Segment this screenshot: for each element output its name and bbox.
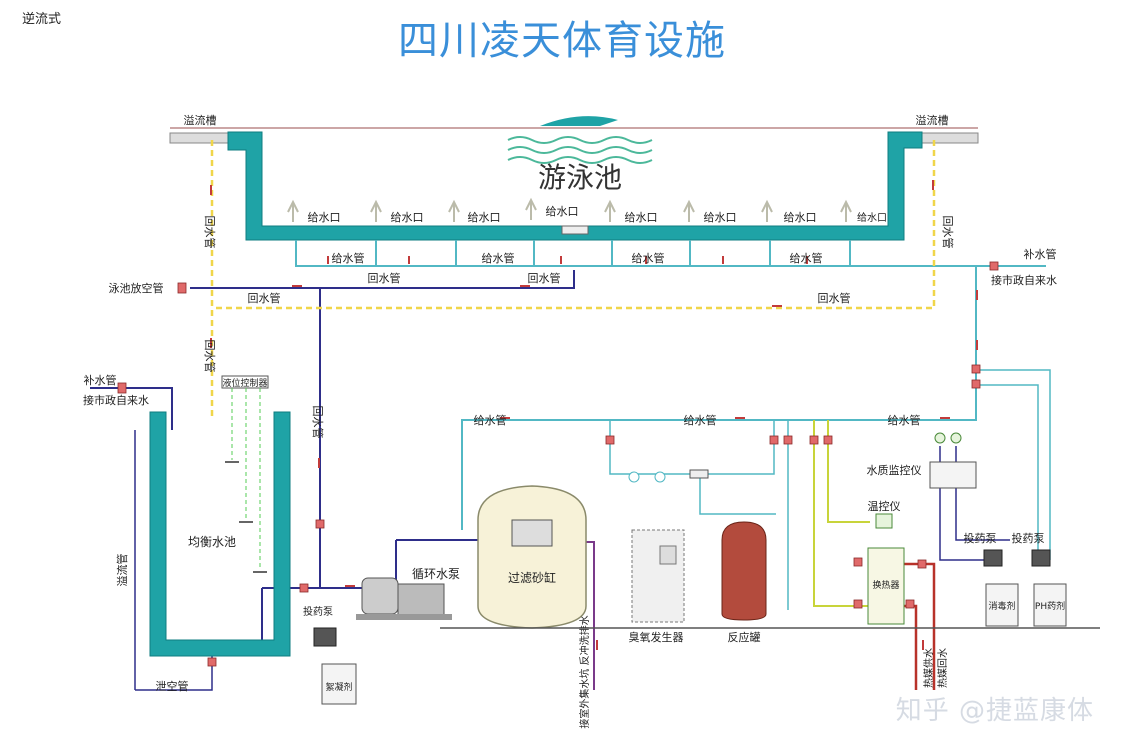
drain-pipe-label: 泳池放空管: [109, 281, 164, 295]
supply-pipe-label: 给水管: [482, 251, 515, 265]
return-pipe-label: 回水管: [368, 271, 401, 285]
inlet-label: 给水口: [784, 211, 817, 224]
sand-filter: 过滤砂缸: [477, 485, 587, 629]
supply-pipe-label: 给水管: [888, 413, 921, 427]
overflow-pipe-label: 溢流管: [115, 554, 129, 587]
water-monitor-label: 水质监控仪: [867, 463, 922, 477]
heating: 温控仪 换热器: [867, 499, 905, 625]
supply-pipe-label: 给水管: [684, 413, 717, 427]
level-meter-label: 液位控制器: [222, 377, 267, 389]
makeup-valve: [117, 382, 127, 394]
inlet-icon: [370, 199, 382, 222]
inlet-icon: [287, 199, 299, 222]
flow-arrows: [210, 180, 978, 650]
municipal-water-left-label: 接市政自来水: [83, 393, 149, 407]
supply-pipe-label: 给水管: [332, 251, 365, 265]
pipe-labels: 给水管 给水管 给水管 给水管 回水管 回水管 回水管 回水管 泳池放空管 补水…: [83, 216, 1057, 729]
return-pipe-label: 回水管: [528, 271, 561, 285]
inlet-label: 给水口: [391, 211, 424, 224]
inlet-icon: [525, 197, 537, 220]
heat-supply-label: 热媒供水: [922, 648, 935, 688]
heat-return-label: 热媒回水: [936, 648, 949, 688]
supply-pipe-label: 给水管: [474, 413, 507, 427]
empty-pipe-label: 泄空管: [156, 679, 189, 693]
backwash-label: 接室外集水坑 反冲洗排水: [578, 615, 591, 728]
temp-controller-label: 温控仪: [868, 499, 901, 513]
water-monitor: 水质监控仪: [867, 432, 977, 489]
inlet-label: 给水口: [857, 211, 887, 224]
page-title: 四川凌天体育设施: [398, 18, 726, 64]
municipal-water-right-label: 接市政自来水: [991, 273, 1057, 287]
supply-pipe-label: 给水管: [632, 251, 665, 265]
dosing-pump-left-label: 投药泵: [303, 605, 333, 618]
overflow-trough-left-label: 溢流槽: [184, 113, 217, 127]
circulation-pump: 循环水泵: [356, 567, 460, 620]
inlet-icon: [448, 199, 460, 222]
reaction-tank: 反应罐: [721, 521, 767, 644]
drain-valve: [177, 282, 187, 294]
sand-filter-label: 过滤砂缸: [508, 570, 556, 585]
return-pipe-label: 回水管: [248, 291, 281, 305]
inlet-icon: [840, 199, 852, 222]
balance-tank-label: 均衡水池: [188, 535, 236, 549]
inlet-label: 给水口: [468, 211, 501, 224]
coagulant-label: 絮凝剂: [325, 681, 352, 693]
return-pipe-label: 回水管: [818, 291, 851, 305]
pool-name: 游泳池: [538, 161, 622, 194]
watermark: 知乎 @捷蓝康体: [895, 696, 1094, 726]
inlet-icon: [761, 199, 773, 222]
inlet-icon: [604, 199, 616, 222]
ph-agent-label: PH药剂: [1035, 600, 1065, 612]
return-pipe-vertical-label: 回水管: [203, 340, 217, 373]
level-meter-box: [221, 375, 269, 389]
left-dosing: 投药泵 絮凝剂: [303, 605, 357, 705]
makeup-pipe-right-label: 补水管: [1024, 247, 1057, 261]
inlet-label: 给水口: [625, 211, 658, 224]
makeup-pipe-left-label: 补水管: [84, 373, 117, 387]
heat-exchanger-label: 换热器: [872, 579, 899, 591]
dosing-pump-2-label: 投药泵: [1012, 531, 1045, 545]
supply-pipe-label: 给水管: [790, 251, 823, 265]
overflow-trough-right-label: 溢流槽: [916, 113, 949, 127]
reaction-tank-label: 反应罐: [728, 630, 761, 644]
return-pipe-vertical-label: 回水管: [941, 216, 955, 249]
circulation-pump-label: 循环水泵: [412, 567, 460, 581]
balance-tank: 均衡水池 液位控制器: [149, 375, 291, 657]
return-pipe-vertical-label: 回水管: [203, 216, 217, 249]
inlet-label: 给水口: [546, 205, 579, 218]
dosing-pump-1-label: 投药泵: [964, 531, 997, 545]
ozone-generator: 臭氧发生器: [628, 469, 709, 644]
inlet-label: 给水口: [308, 211, 341, 224]
main-drain: [561, 225, 589, 235]
inlet-group: 给水口 给水口 给水口 给水口 给水口 给水口 给水口 给水口: [287, 197, 887, 235]
return-pipe-vertical-label: 回水管: [311, 406, 325, 439]
ozone-generator-label: 臭氧发生器: [629, 630, 684, 644]
right-dosing: 投药泵 投药泵 消毒剂 PH药剂: [964, 531, 1067, 627]
inlet-label: 给水口: [704, 211, 737, 224]
disinfectant-label: 消毒剂: [988, 600, 1015, 612]
inlet-icon: [683, 199, 695, 222]
pool-structure: 游泳池 溢流槽 溢流槽: [169, 113, 979, 241]
corner-label: 逆流式: [22, 12, 62, 27]
